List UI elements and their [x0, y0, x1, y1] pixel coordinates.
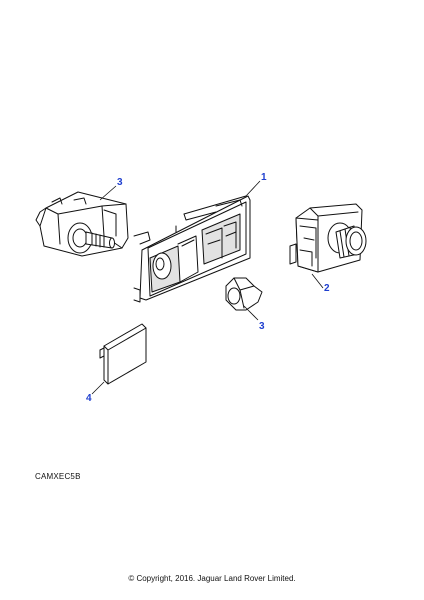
leader-line-4 — [91, 381, 105, 395]
callout-1: 1 — [261, 172, 267, 183]
control-knob — [225, 277, 263, 311]
callout-2: 2 — [324, 283, 330, 294]
callout-3-left: 3 — [117, 177, 123, 188]
callout-3-knob: 3 — [259, 321, 265, 332]
switch-assembly-right — [289, 203, 367, 273]
callout-4: 4 — [86, 393, 92, 404]
leader-line-3-knob — [243, 305, 259, 321]
leader-line-2 — [311, 273, 324, 289]
copyright-notice: © Copyright, 2016. Jaguar Land Rover Lim… — [128, 574, 296, 583]
blank-cover — [99, 323, 147, 385]
leader-line-3-left — [99, 185, 117, 201]
drawing-reference: CAMXEC5B — [35, 472, 81, 481]
switch-assembly-left — [35, 191, 129, 257]
leader-line-1 — [245, 180, 261, 197]
switch-bracket — [133, 195, 251, 303]
